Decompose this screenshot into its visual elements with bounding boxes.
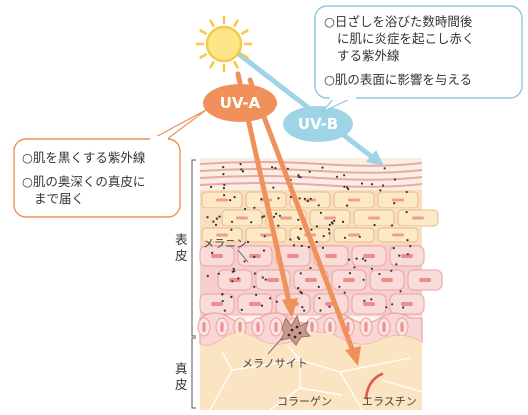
uva-callout-line-3: まで届く (34, 191, 84, 206)
epidermis-label-2: 皮 (175, 248, 188, 263)
melanin-granules (206, 163, 412, 312)
melanocyte (280, 314, 312, 346)
elastin-fiber (364, 372, 384, 400)
skin-cross-section (197, 158, 443, 411)
uva-badge: UV-A (203, 84, 277, 122)
sun-icon (195, 15, 253, 73)
melanin-label: メラニン (203, 237, 247, 250)
uva-callout: ○肌を黒くする紫外線 ○肌の奥深くの真皮に まで届く (13, 109, 207, 218)
uvb-callout-line-1: ○日ざしを浴びた数時間後 (324, 14, 473, 29)
uva-ray-2 (247, 77, 361, 366)
uvb-callout: ○日ざしを浴びた数時間後 に肌に炎症を起こし赤く する紫外線 ○肌の表面に影響を… (314, 5, 523, 113)
granular-layer (200, 190, 439, 244)
stratum-corneum (199, 158, 423, 190)
uva-callout-line-1: ○肌を黒くする紫外線 (22, 150, 146, 165)
uvb-callout-line-2: に肌に炎症を起こし赤く (337, 31, 475, 46)
epidermis-label-1: 表 (175, 232, 188, 247)
layer-bracket (191, 159, 196, 409)
uvb-ray (215, 35, 384, 166)
dermis-label-2: 皮 (175, 377, 188, 392)
elastin-label: エラスチン (362, 395, 417, 408)
dermis (200, 332, 423, 411)
uvb-badge-label: UV-B (298, 115, 338, 133)
uvb-callout-line-3: する紫外線 (337, 48, 400, 63)
dermis-label-1: 真 (175, 361, 188, 376)
uva-callout-line-2: ○肌の奥深くの真皮に (22, 174, 145, 189)
uva-badge-label: UV-A (220, 94, 261, 112)
melanocyte-annotation: メラノサイト (242, 337, 308, 370)
collagen-label: コラーゲン (277, 395, 332, 408)
melanin-annotation: メラニン (203, 237, 249, 263)
spinous-layer (199, 244, 443, 316)
uvb-callout-line-4: ○肌の表面に影響を与える (324, 72, 472, 87)
melanocyte-label: メラノサイト (242, 357, 308, 370)
uvb-badge: UV-B (283, 106, 353, 142)
